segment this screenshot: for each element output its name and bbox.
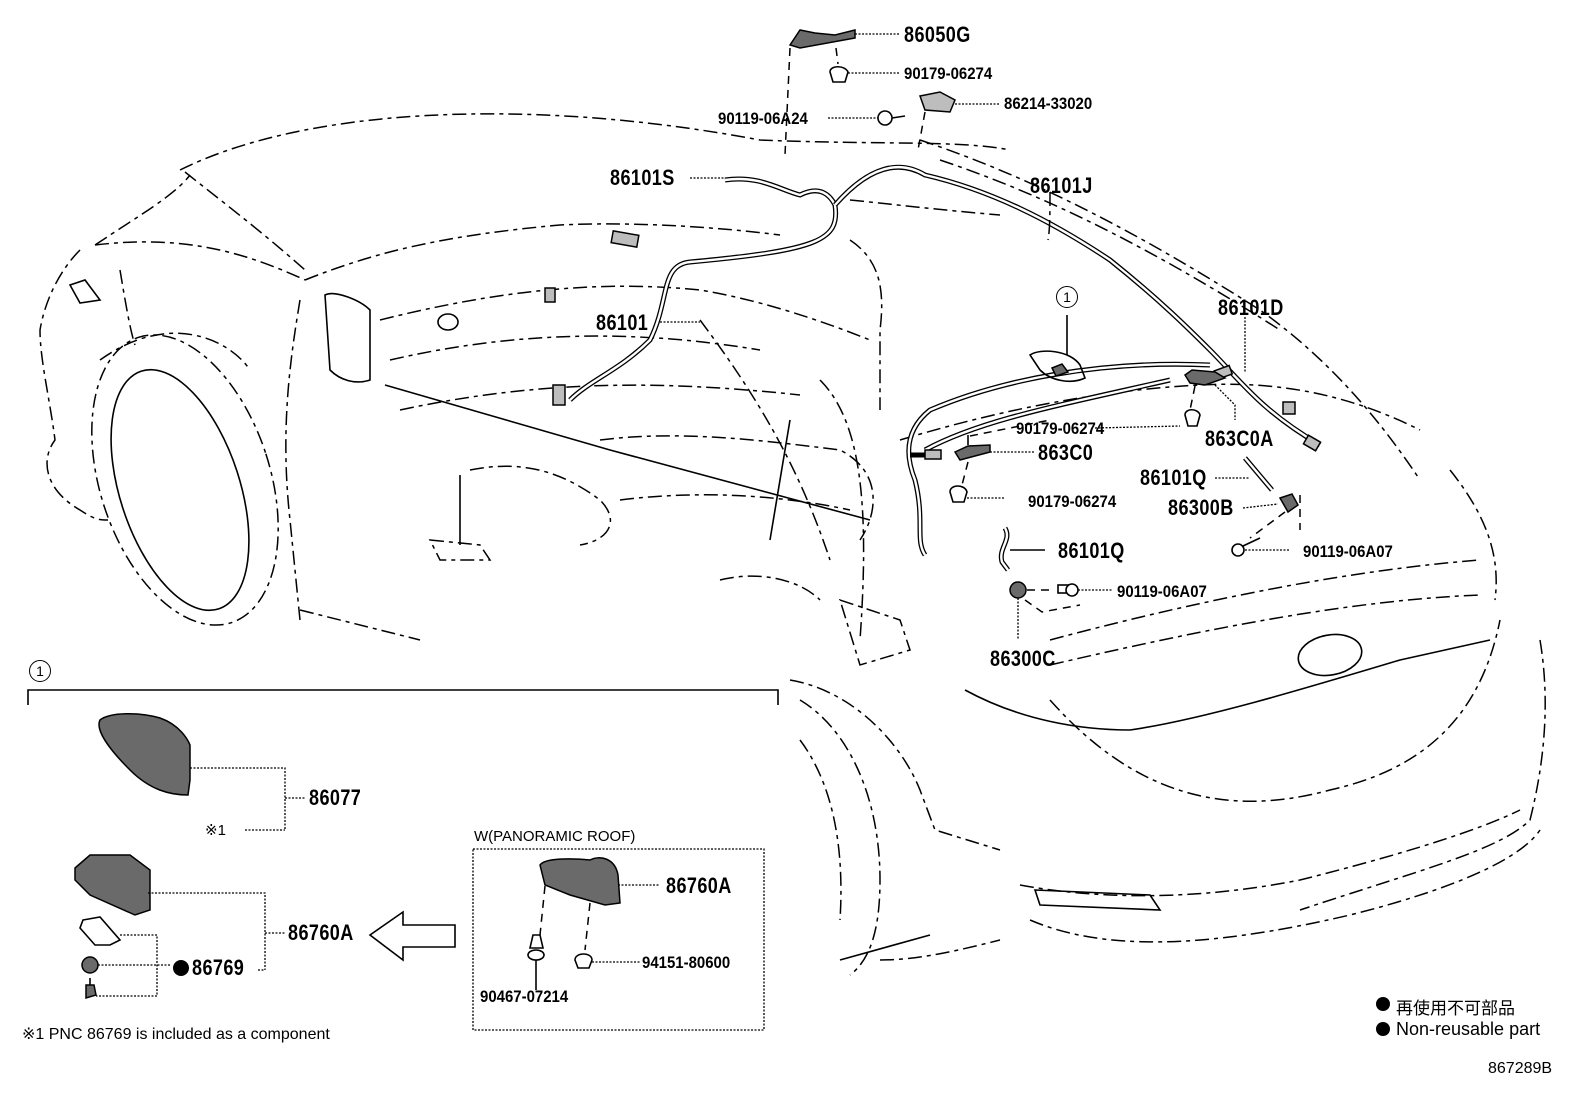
left-arrow-icon (368, 910, 456, 962)
part-label-86101D[interactable]: 86101D (1218, 295, 1284, 320)
inset-marker-icon: 1 (29, 660, 51, 682)
part-label-863C0[interactable]: 863C0 (1038, 440, 1094, 465)
part-label-86101J[interactable]: 86101J (1030, 173, 1093, 198)
inset-panoramic-frame (472, 848, 765, 1031)
part-label-90179-06274-mid[interactable]: 90179-06274 (1016, 419, 1105, 438)
part-label-90467-07214[interactable]: 90467-07214 (480, 987, 569, 1006)
part-label-86769[interactable]: 86769 (192, 955, 245, 980)
figure-id: 867289B (1488, 1060, 1553, 1077)
part-label-86101[interactable]: 86101 (596, 310, 649, 335)
part-label-86300C[interactable]: 86300C (990, 646, 1056, 671)
part-label-90179-06274-low[interactable]: 90179-06274 (1028, 492, 1117, 511)
part-label-90119-06A24[interactable]: 90119-06A24 (718, 109, 808, 128)
part-label-86101S[interactable]: 86101S (610, 165, 675, 190)
panoramic-inset-title: W(PANORAMIC ROOF) (474, 828, 636, 845)
part-label-90119-06A07-right[interactable]: 90119-06A07 (1303, 542, 1393, 561)
bracket-86050G (788, 29, 856, 49)
legend-dot-en (1376, 1022, 1390, 1036)
part-label-90119-06A07-left[interactable]: 90119-06A07 (1117, 582, 1207, 601)
wiring-harness (544, 164, 1322, 557)
part-label-86101Q-left[interactable]: 86101Q (1058, 538, 1125, 563)
part-label-90179-06274-top[interactable]: 90179-06274 (904, 64, 993, 83)
legend-label-en: Non-reusable part (1396, 1019, 1541, 1039)
car-body-outline (39, 113, 1546, 976)
part-label-863C0A[interactable]: 863C0A (1205, 426, 1274, 451)
part-label-86760A-pano[interactable]: 86760A (666, 873, 732, 898)
filled-circle-icon (173, 960, 189, 976)
footnote-reference: ※1 (205, 822, 226, 839)
leader-lines (660, 33, 1290, 640)
footnote-text: ※1 PNC 86769 is included as a component (22, 1026, 330, 1043)
part-label-86760A[interactable]: 86760A (288, 920, 354, 945)
callout-marker-icon: 1 (1056, 286, 1078, 308)
part-label-86077[interactable]: 86077 (309, 785, 362, 810)
part-label-94151-80600[interactable]: 94151-80600 (642, 953, 731, 972)
legend-label-jp: 再使用不可部品 (1396, 999, 1515, 1018)
legend-dot-jp (1376, 997, 1390, 1011)
inset-main-frame (27, 689, 779, 1000)
part-label-86050G[interactable]: 86050G (904, 22, 971, 47)
parts-illustrations (784, 29, 1301, 613)
part-label-86214-33020[interactable]: 86214-33020 (1004, 94, 1093, 113)
part-label-86101Q-right[interactable]: 86101Q (1140, 465, 1207, 490)
part-label-86300B[interactable]: 86300B (1168, 495, 1234, 520)
